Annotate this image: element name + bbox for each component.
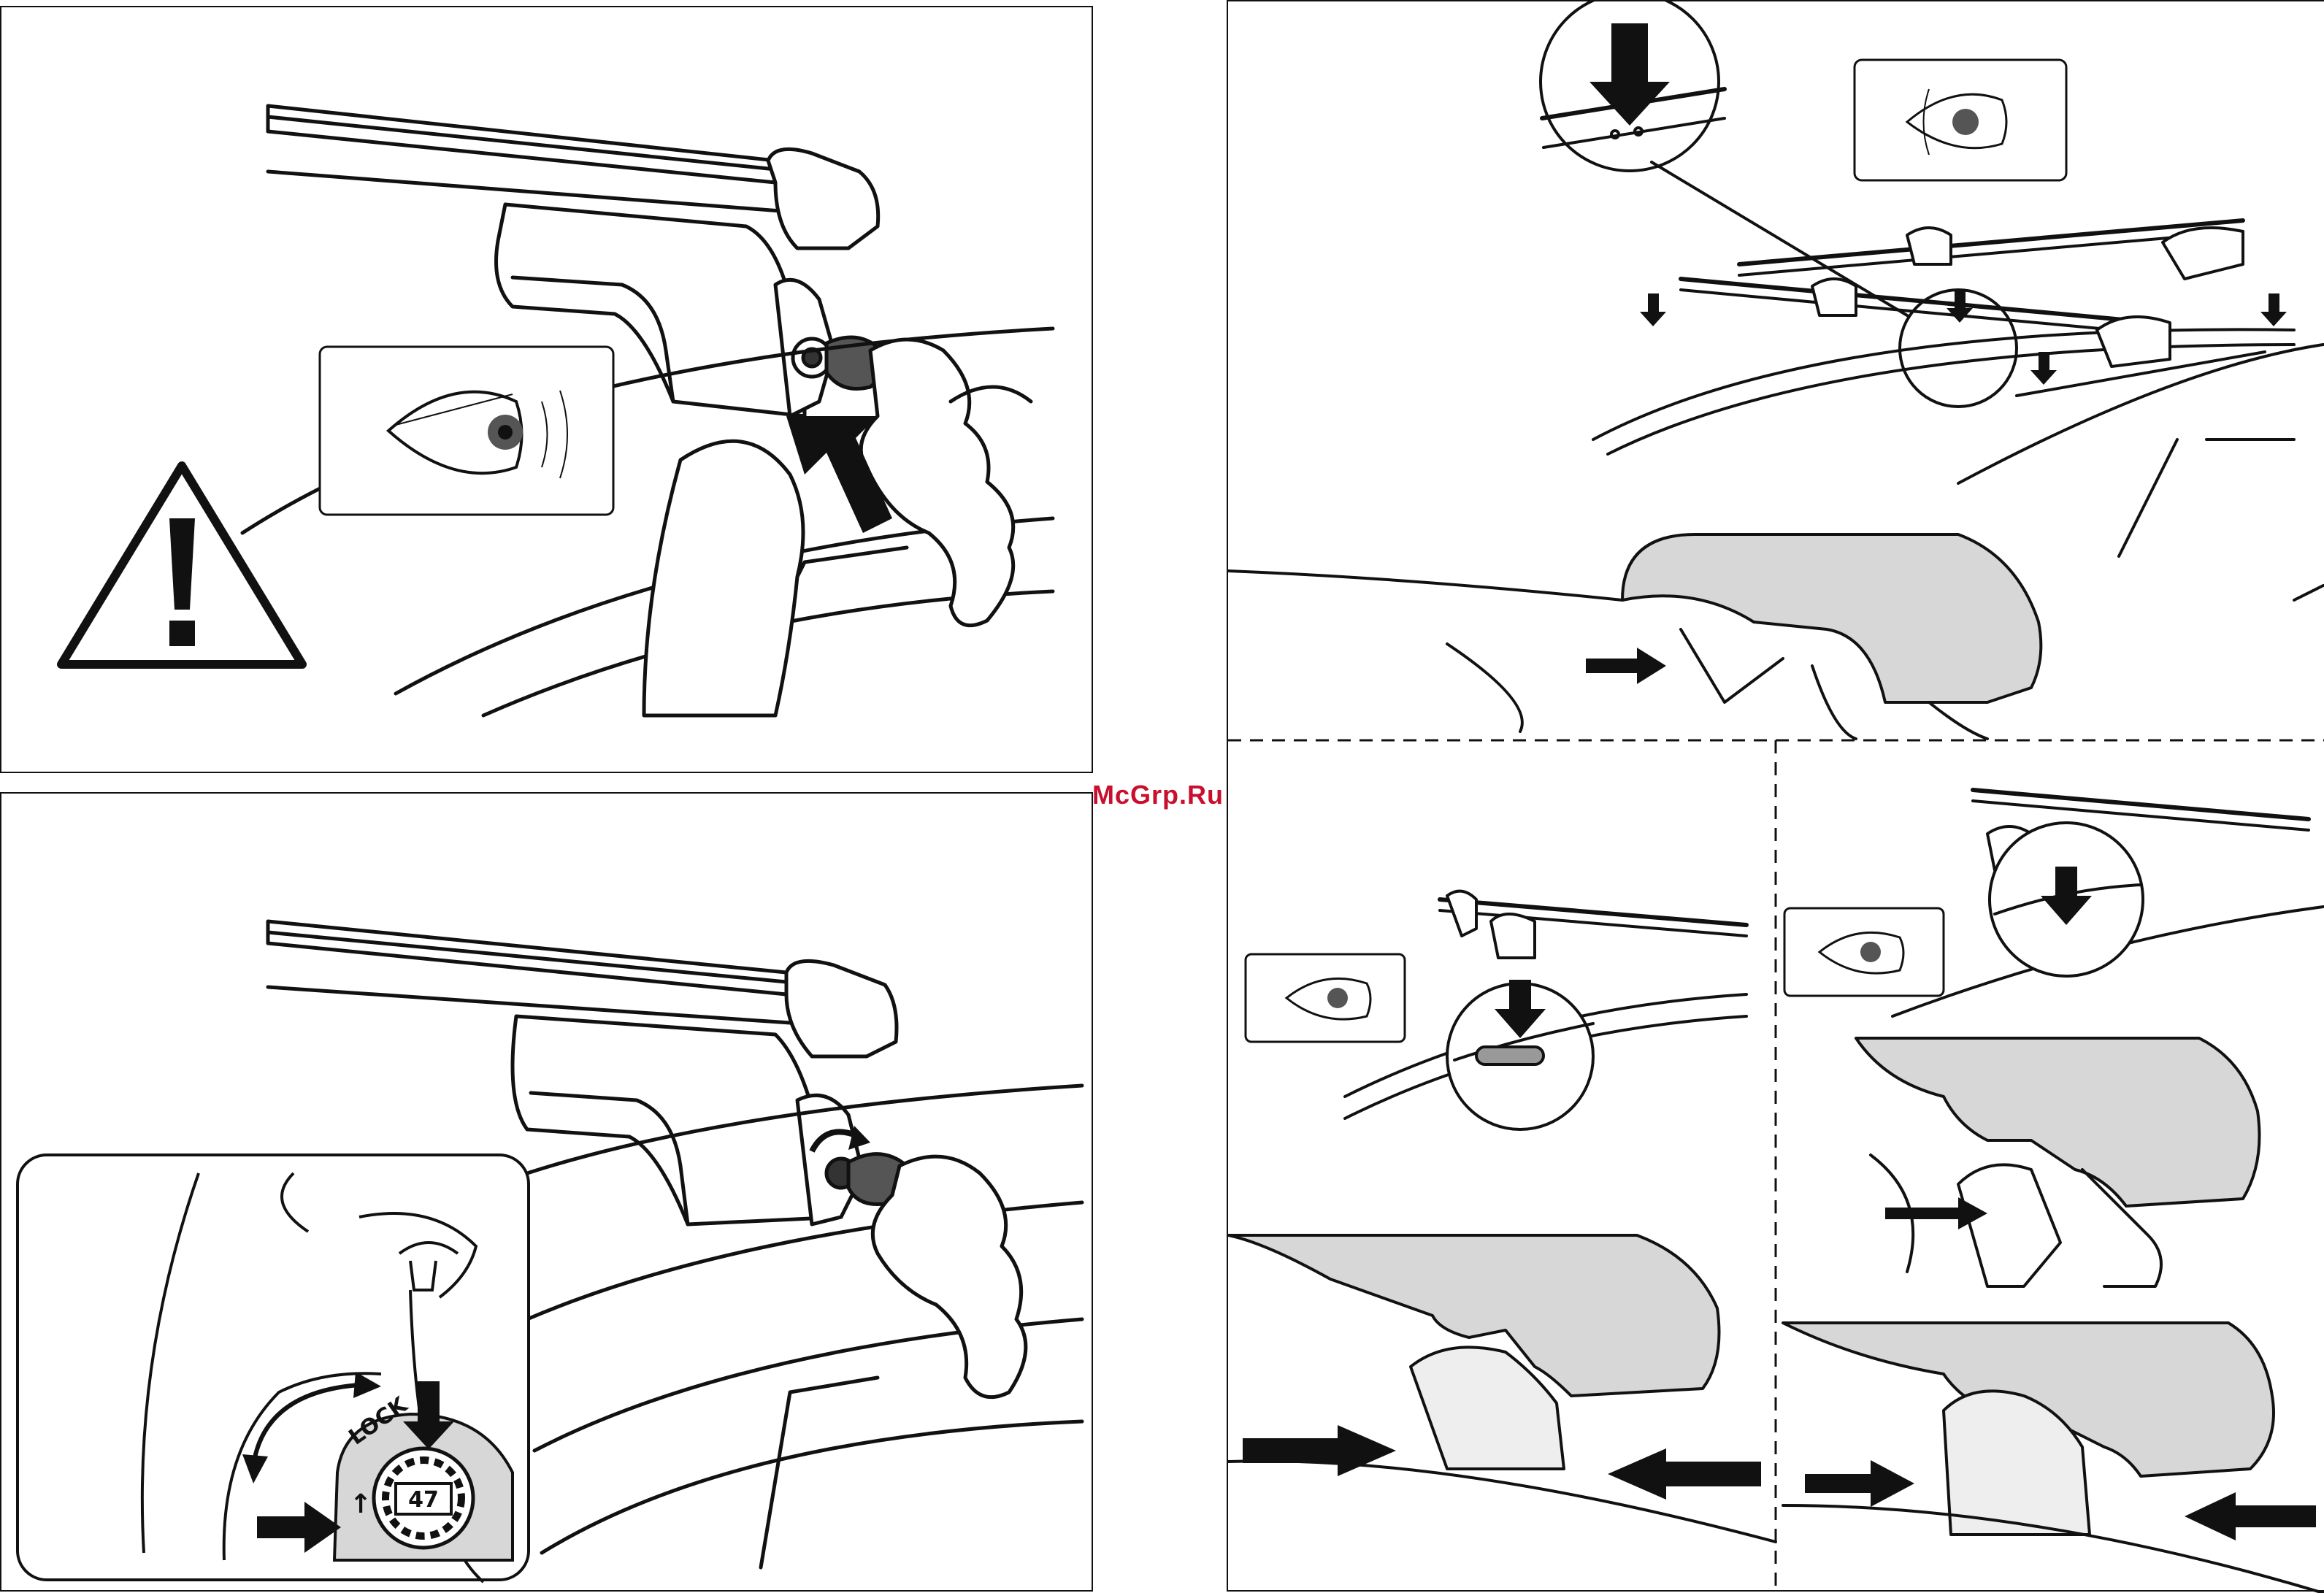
push-arrow-icon bbox=[1586, 648, 1666, 684]
push-arrow-icon bbox=[1885, 1197, 1987, 1229]
insert-key-illustration bbox=[1, 7, 1094, 775]
lock-arrow-mark: ↑ bbox=[350, 1489, 372, 1519]
panel-insert-key bbox=[0, 6, 1093, 773]
lock-detail-inset: 47 LOCK ↑ bbox=[18, 1155, 529, 1582]
panel-lock-key: 47 LOCK ↑ bbox=[0, 792, 1093, 1592]
panel-positioning bbox=[1227, 0, 2324, 1592]
down-arrow-icon bbox=[2030, 352, 2057, 385]
eye-inspect-icon bbox=[1784, 908, 1944, 996]
lock-key-number: 47 bbox=[408, 1487, 439, 1513]
push-arrow-icon bbox=[2185, 1492, 2316, 1540]
watermark: McGrp.Ru bbox=[1092, 780, 1224, 810]
down-arrow-icon bbox=[1640, 293, 1666, 326]
lock-key-illustration: 47 LOCK ↑ bbox=[1, 794, 1094, 1593]
warning-triangle-icon bbox=[61, 466, 302, 664]
down-arrow-icon bbox=[2260, 293, 2287, 326]
eye-inspect-icon bbox=[1246, 954, 1405, 1042]
push-arrow-icon bbox=[1805, 1460, 1914, 1507]
push-arrow-icon bbox=[1243, 1425, 1396, 1476]
eye-inspect-icon bbox=[320, 347, 613, 515]
positioning-illustration bbox=[1228, 1, 2324, 1593]
push-arrow-icon bbox=[1608, 1448, 1761, 1500]
eye-inspect-icon bbox=[1855, 60, 2066, 180]
